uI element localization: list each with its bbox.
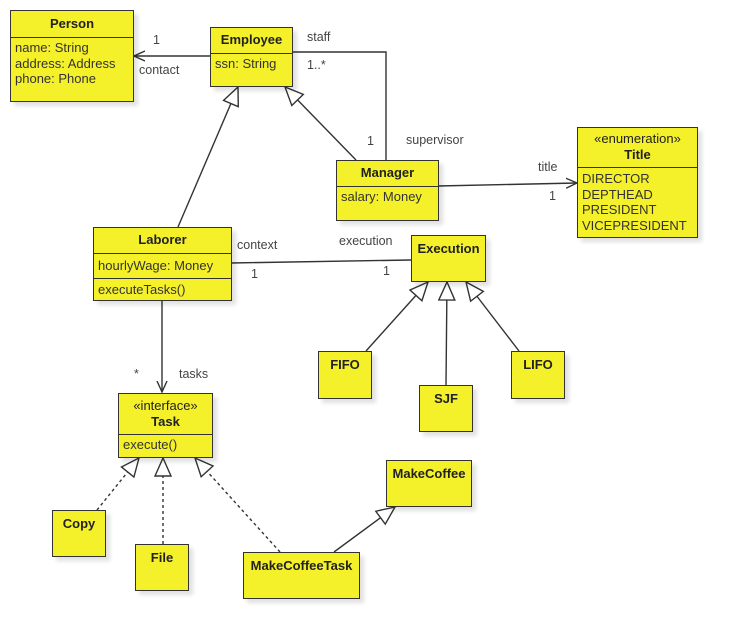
enum-literal: VICEPRESIDENT xyxy=(582,217,687,233)
class-execution[interactable]: Execution xyxy=(411,235,486,282)
generalization-makecoffeetask-makecoffee xyxy=(333,507,395,553)
literal-list: DIRECTOR DEPTHEAD PRESIDENT VICEPRESIDEN… xyxy=(578,168,697,235)
class-name: Title xyxy=(624,147,651,162)
class-name: Laborer xyxy=(94,228,231,254)
realization-copy-task xyxy=(96,458,139,511)
multiplicity-context: 1 xyxy=(251,267,258,281)
association-staff-supervisor xyxy=(292,51,387,160)
class-name: Person xyxy=(11,11,133,38)
class-name: Task xyxy=(151,414,180,429)
association-title xyxy=(437,183,577,186)
class-name: LIFO xyxy=(523,357,553,372)
class-name: Copy xyxy=(62,516,96,531)
attribute: address: Address xyxy=(15,55,116,71)
class-name: Employee xyxy=(211,28,292,54)
class-makecoffee[interactable]: MakeCoffee xyxy=(386,460,472,507)
role-staff: staff xyxy=(307,30,331,44)
operation: executeTasks() xyxy=(98,282,186,297)
multiplicity-staff: 1..* xyxy=(307,58,326,72)
class-makecoffeetask[interactable]: MakeCoffeeTask xyxy=(243,552,360,599)
operation-list: execute() xyxy=(119,435,212,455)
multiplicity-supervisor: 1 xyxy=(367,134,374,148)
class-name: MakeCoffee xyxy=(392,466,466,481)
class-employee[interactable]: Employee ssn: String xyxy=(210,27,293,87)
attribute-list: salary: Money xyxy=(337,187,438,207)
class-sjf[interactable]: SJF xyxy=(419,385,473,432)
stereotype: «interface» xyxy=(133,398,198,413)
enum-title[interactable]: «enumeration» Title DIRECTOR DEPTHEAD PR… xyxy=(577,127,698,238)
class-name: MakeCoffeeTask xyxy=(250,558,353,573)
class-name: File xyxy=(150,550,174,565)
class-header: «interface» Task xyxy=(119,394,212,435)
multiplicity-contact: 1 xyxy=(153,33,160,47)
class-file[interactable]: File xyxy=(135,544,189,591)
operation-list: executeTasks() xyxy=(94,278,231,299)
generalization-manager-employee xyxy=(285,87,357,161)
attribute: name: String xyxy=(15,40,89,55)
attribute-list: name: String address: Address phone: Pho… xyxy=(11,38,133,89)
role-context: context xyxy=(237,238,278,252)
attribute: salary: Money xyxy=(341,189,422,204)
class-name: FIFO xyxy=(330,357,360,372)
generalization-laborer-employee xyxy=(177,87,238,228)
attribute-list: hourlyWage: Money xyxy=(94,254,231,278)
class-copy[interactable]: Copy xyxy=(52,510,106,557)
association-execution xyxy=(230,259,412,264)
class-person[interactable]: Person name: String address: Address pho… xyxy=(10,10,134,102)
multiplicity-tasks: * xyxy=(134,367,139,381)
role-supervisor: supervisor xyxy=(406,133,464,147)
role-contact: contact xyxy=(139,63,180,77)
attribute: phone: Phone xyxy=(15,71,96,86)
class-lifo[interactable]: LIFO xyxy=(511,351,565,399)
enum-literal: DIRECTOR xyxy=(582,171,650,186)
multiplicity-title: 1 xyxy=(549,189,556,203)
multiplicity-execution: 1 xyxy=(383,264,390,278)
class-name: Execution xyxy=(417,241,480,256)
role-tasks: tasks xyxy=(179,367,209,381)
class-name: SJF xyxy=(434,391,458,406)
generalization-lifo-execution xyxy=(466,282,520,352)
realization-makecoffeetask-task xyxy=(195,458,281,553)
attribute: ssn: String xyxy=(215,56,277,71)
attribute: hourlyWage: Money xyxy=(98,258,214,273)
interface-task[interactable]: «interface» Task execute() xyxy=(118,393,213,458)
enum-literal: PRESIDENT xyxy=(582,202,657,217)
enum-literal: DEPTHEAD xyxy=(582,186,653,202)
role-title: title xyxy=(538,160,558,174)
attribute-list: ssn: String xyxy=(211,54,292,74)
role-execution: execution xyxy=(339,234,393,248)
class-name: Manager xyxy=(337,161,438,187)
operation: execute() xyxy=(123,437,178,452)
generalization-fifo-execution xyxy=(365,282,428,352)
class-header: «enumeration» Title xyxy=(578,128,697,168)
class-laborer[interactable]: Laborer hourlyWage: Money executeTasks() xyxy=(93,227,232,301)
class-fifo[interactable]: FIFO xyxy=(318,351,372,399)
class-manager[interactable]: Manager salary: Money xyxy=(336,160,439,221)
stereotype: «enumeration» xyxy=(594,131,681,146)
generalization-sjf-execution xyxy=(446,282,447,386)
